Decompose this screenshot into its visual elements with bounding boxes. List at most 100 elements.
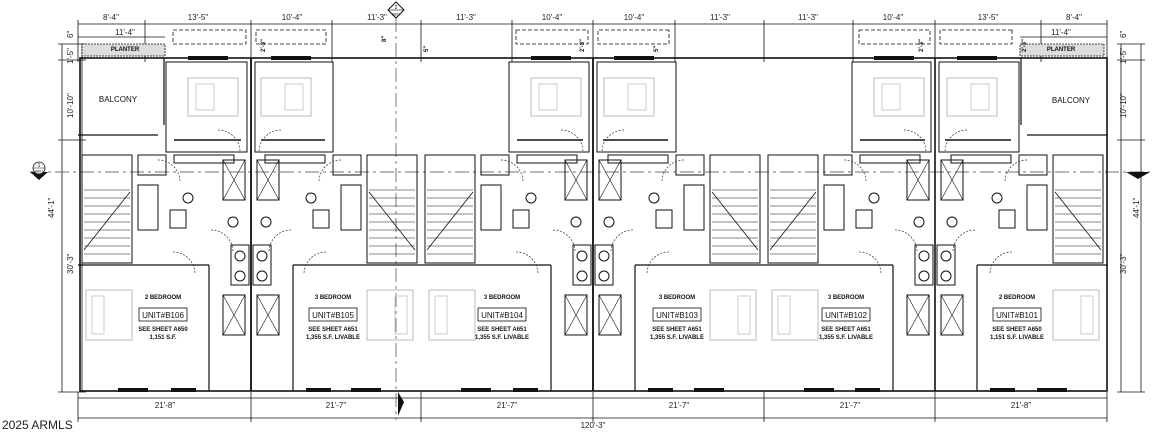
unit-type: 3 BEDROOM (484, 295, 520, 301)
toilet-icon (182, 192, 194, 204)
stair (366, 154, 418, 264)
door-swing (560, 129, 584, 153)
closet (480, 154, 510, 176)
small-dim-3: 5" (424, 46, 430, 52)
toilet-icon (913, 216, 925, 228)
unit-area: 1,151 S.F. (149, 335, 176, 341)
dim-top-4: 11'-3" (456, 13, 476, 22)
unit-5 (936, 29, 1107, 392)
bed-furniture (603, 77, 655, 117)
door-swing (303, 251, 327, 275)
shower-x (598, 159, 622, 201)
dim-top-2: 10'-4" (282, 13, 303, 22)
shower-x (598, 294, 622, 336)
bed-furniture (366, 289, 414, 341)
copyright-watermark: 2025 ARMLS (2, 418, 73, 432)
section-marker-left: 1 A601 (30, 161, 48, 180)
dim-top-11: 8'-4" (1066, 13, 1082, 22)
unit-name-box (138, 307, 188, 322)
door-swing (646, 251, 670, 275)
small-dim-5: 2'-3" (919, 39, 925, 52)
bed-pillow (195, 83, 215, 111)
small-dim-1: 8" (382, 36, 388, 42)
unit-3 (592, 29, 764, 392)
bed-pillow (777, 295, 791, 335)
small-dim-4: 5" (654, 46, 660, 52)
door-swing (903, 129, 927, 153)
bed-furniture (260, 77, 312, 117)
dim-bottom-5: 21'-8" (1011, 401, 1032, 410)
dryer-icon (918, 270, 930, 282)
linen-closet (480, 184, 502, 231)
bed-furniture (946, 77, 998, 117)
toilet-icon (648, 192, 660, 204)
closet (675, 154, 705, 176)
shower (598, 159, 622, 201)
unit-type: 3 BEDROOM (315, 295, 351, 301)
closet (332, 154, 362, 176)
dim-top-5: 10'-4" (542, 13, 563, 22)
stair-arrow (1054, 191, 1102, 251)
dim-right-lower: 30'-3" (1119, 253, 1128, 274)
door-swing (258, 129, 282, 153)
bed-furniture (771, 289, 819, 341)
planter-label-right: PLANTER (1047, 47, 1076, 53)
dim-top-0: 8'-4" (103, 13, 119, 22)
door-swing (268, 229, 292, 253)
unit-name-box (477, 307, 527, 322)
dryer-icon (598, 270, 610, 282)
shower-x (256, 159, 280, 201)
linen-closet (823, 184, 845, 231)
shower (222, 159, 246, 201)
right-dimensions: 1'-5" 6" 10'-10" 44'-1" 30'-3" (1119, 31, 1141, 274)
toilet-icon (946, 216, 958, 228)
dim-left-offset: 6" (66, 31, 75, 38)
dim-top-6: 10'-4" (624, 13, 645, 22)
washer-dryer (572, 244, 592, 286)
shower-x (564, 294, 588, 336)
unit-area: 1,355 S.F. LIVABLE (306, 335, 360, 341)
unit-area: 1,355 S.F. LIVABLE (650, 335, 704, 341)
unit-name-box (821, 307, 871, 322)
dim-bottom-1: 21'-7" (326, 401, 347, 410)
door-swing (858, 251, 882, 275)
small-dim-6: 2'-3" (1022, 39, 1028, 52)
dim-left-planter: 1'-5" (66, 48, 75, 64)
bed-pillow (538, 83, 558, 111)
shower (564, 294, 588, 336)
shower-x (940, 294, 964, 336)
section-marker-top-number: 2 (395, 5, 398, 11)
door-swing (610, 229, 634, 253)
roof-overhang (597, 29, 670, 45)
dim-top-9: 10'-4" (883, 13, 904, 22)
section-marker-left-sheet: A601 (35, 170, 43, 174)
linen-closet (1026, 184, 1048, 231)
shower (256, 159, 280, 201)
washer-icon (576, 250, 588, 262)
door-swing (989, 251, 1013, 275)
shower (222, 294, 246, 336)
washer-dryer (230, 244, 250, 286)
roof-overhang (939, 29, 1013, 45)
bed-pillow (434, 295, 448, 335)
dim-left-balcony: 10'-10" (66, 93, 75, 118)
toilet-icon (525, 192, 537, 204)
vanity (607, 154, 669, 164)
unit-type: 2 BEDROOM (145, 295, 181, 301)
roof-overhang (515, 29, 589, 45)
stair (767, 154, 819, 264)
shower (598, 294, 622, 336)
unit-name: UNIT#B102 (825, 311, 867, 320)
shower-x (906, 294, 930, 336)
bed-furniture (428, 289, 476, 341)
small-dim-0: 2'-3" (261, 39, 267, 52)
upper-bedroom (596, 61, 677, 153)
unit-2 (421, 29, 594, 392)
linen-closet (340, 184, 362, 231)
top-dimensions: 8'-4" 13'-5" 10'-4" 11'-3" 11'-3" 10'-4"… (103, 13, 1082, 53)
door-swing (601, 129, 625, 153)
stair-arrow (426, 191, 474, 251)
unit-sheet-ref: SEE SHEET A651 (477, 327, 527, 333)
water-heater (312, 209, 330, 229)
